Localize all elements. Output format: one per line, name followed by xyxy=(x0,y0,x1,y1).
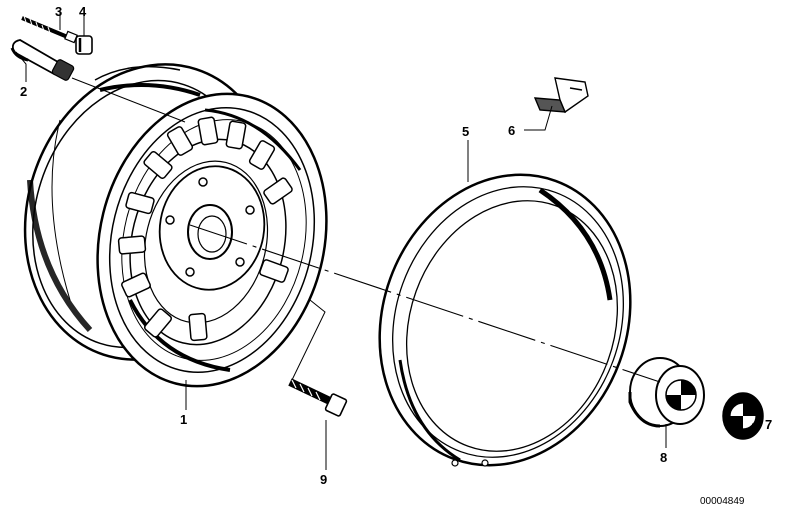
valve-core xyxy=(21,15,78,44)
hub-cap xyxy=(628,357,705,428)
valve-stem xyxy=(10,39,75,81)
callout-3: 3 xyxy=(55,4,62,19)
valve-cap xyxy=(75,35,93,55)
rim-vent-slots xyxy=(117,116,293,342)
trim-ring xyxy=(378,173,632,467)
callout-7: 7 xyxy=(765,417,772,432)
callout-5: 5 xyxy=(462,124,469,139)
lug-bolt xyxy=(288,378,348,417)
document-number: 00004849 xyxy=(700,496,745,507)
emblem-badge xyxy=(722,392,764,440)
wheel-rim xyxy=(23,63,328,388)
callout-8: 8 xyxy=(660,450,667,465)
callout-1: 1 xyxy=(180,412,187,427)
axis-line xyxy=(189,224,661,383)
callout-4: 4 xyxy=(79,4,87,19)
callout-6: 6 xyxy=(508,123,515,138)
valve-axis-line xyxy=(71,77,186,123)
leader-lines xyxy=(15,10,762,470)
callout-9: 9 xyxy=(320,472,327,487)
lug-holes xyxy=(165,177,255,277)
callout-2: 2 xyxy=(20,84,27,99)
retaining-clip xyxy=(533,77,589,114)
